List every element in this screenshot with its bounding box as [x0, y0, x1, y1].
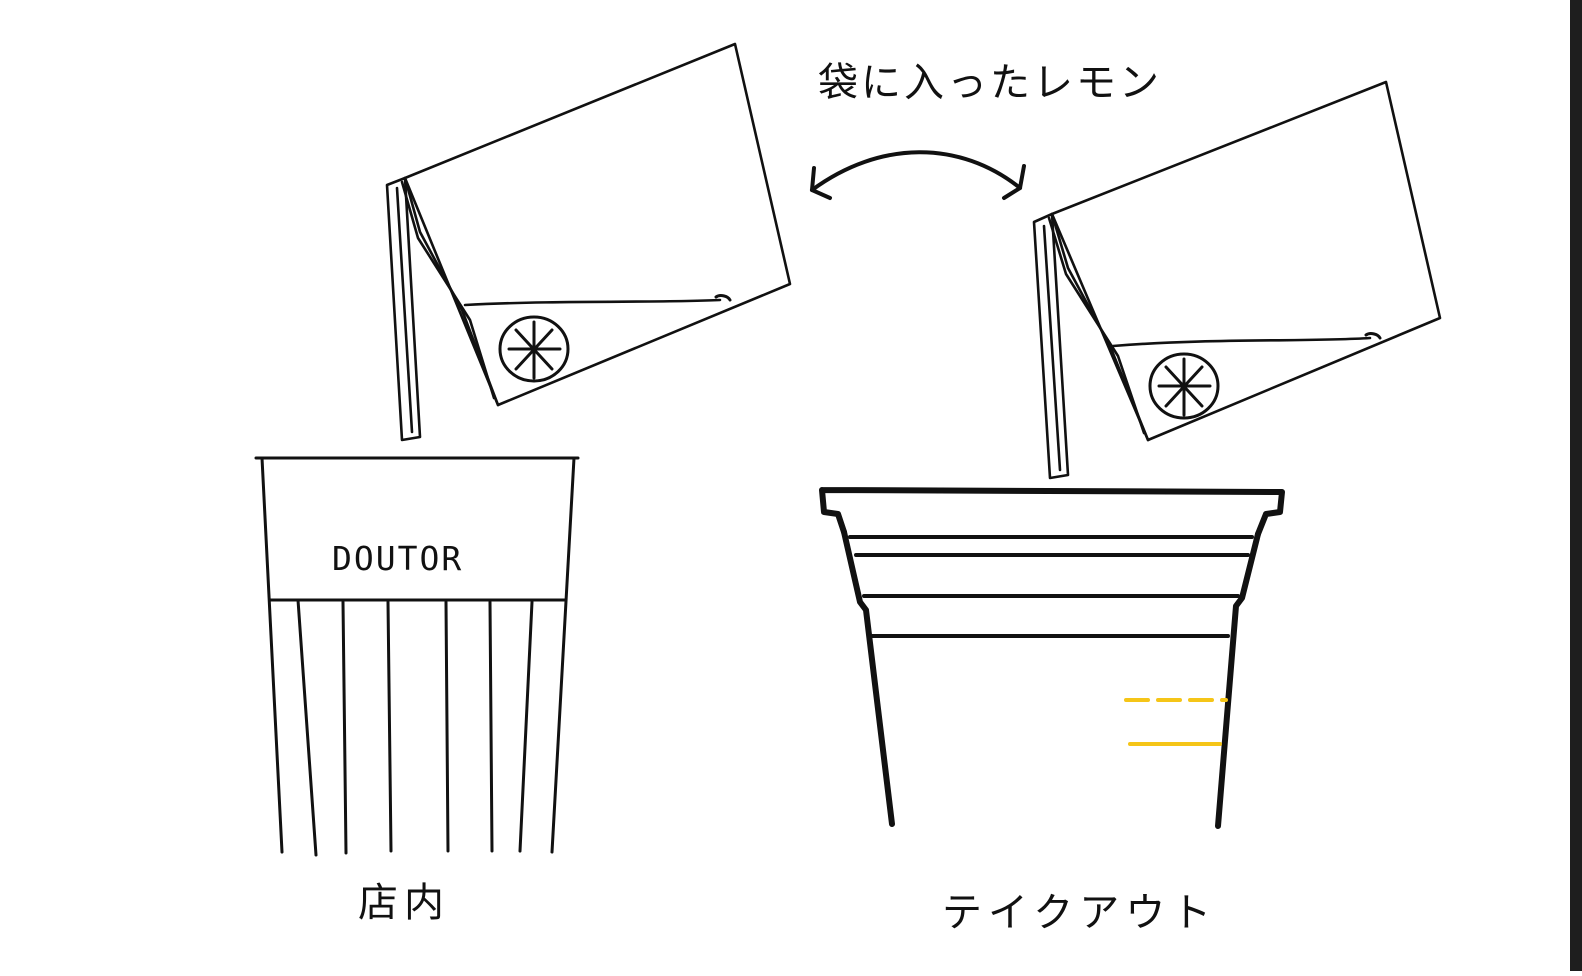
- store-glass-left-side: [260, 456, 284, 854]
- left-bag-flap-crease: [395, 186, 414, 434]
- right-bag-fold: [1050, 212, 1150, 442]
- takeout-cup-stripes: [848, 535, 1254, 638]
- caption-takeout: テイクアウト: [942, 890, 1217, 936]
- left-bag-flap: [385, 176, 422, 442]
- left-bag-outline: [403, 42, 792, 407]
- store-glass: [254, 456, 580, 857]
- left-bag-fold-inner: [400, 180, 496, 400]
- right-bag-drip: [1364, 332, 1382, 340]
- left-lemon-slice-icon: [498, 315, 570, 383]
- takeout-cup-rim: [819, 487, 1285, 537]
- right-bag-flap-crease: [1042, 224, 1062, 472]
- takeout-cup-right-side: [1215, 531, 1261, 829]
- right-lemon-slice-icon: [1148, 352, 1220, 420]
- right-bag-fill-line: [1111, 336, 1372, 348]
- store-glass-ribs: [296, 598, 534, 857]
- left-bag-fold: [403, 176, 500, 407]
- left-bag-drip: [714, 294, 732, 302]
- caption-in-store: 店内: [358, 880, 450, 926]
- store-glass-right-side: [550, 456, 576, 854]
- takeout-cup: [819, 487, 1285, 829]
- takeout-cup-left-side: [841, 529, 895, 827]
- cup-brand-label: DOUTOR: [332, 539, 463, 578]
- right-bag-outline: [1050, 80, 1442, 442]
- window-edge-bar: [1570, 0, 1582, 971]
- right-bag-flap: [1032, 212, 1070, 480]
- caption-lemon-in-bag: 袋に入ったレモン: [818, 60, 1162, 106]
- right-lemon-bag: [1032, 80, 1442, 480]
- left-bag-fill-line: [463, 298, 722, 307]
- right-bag-fold-inner: [1047, 216, 1146, 435]
- exchange-arrow-icon: [810, 150, 1026, 200]
- left-lemon-bag: [385, 42, 792, 442]
